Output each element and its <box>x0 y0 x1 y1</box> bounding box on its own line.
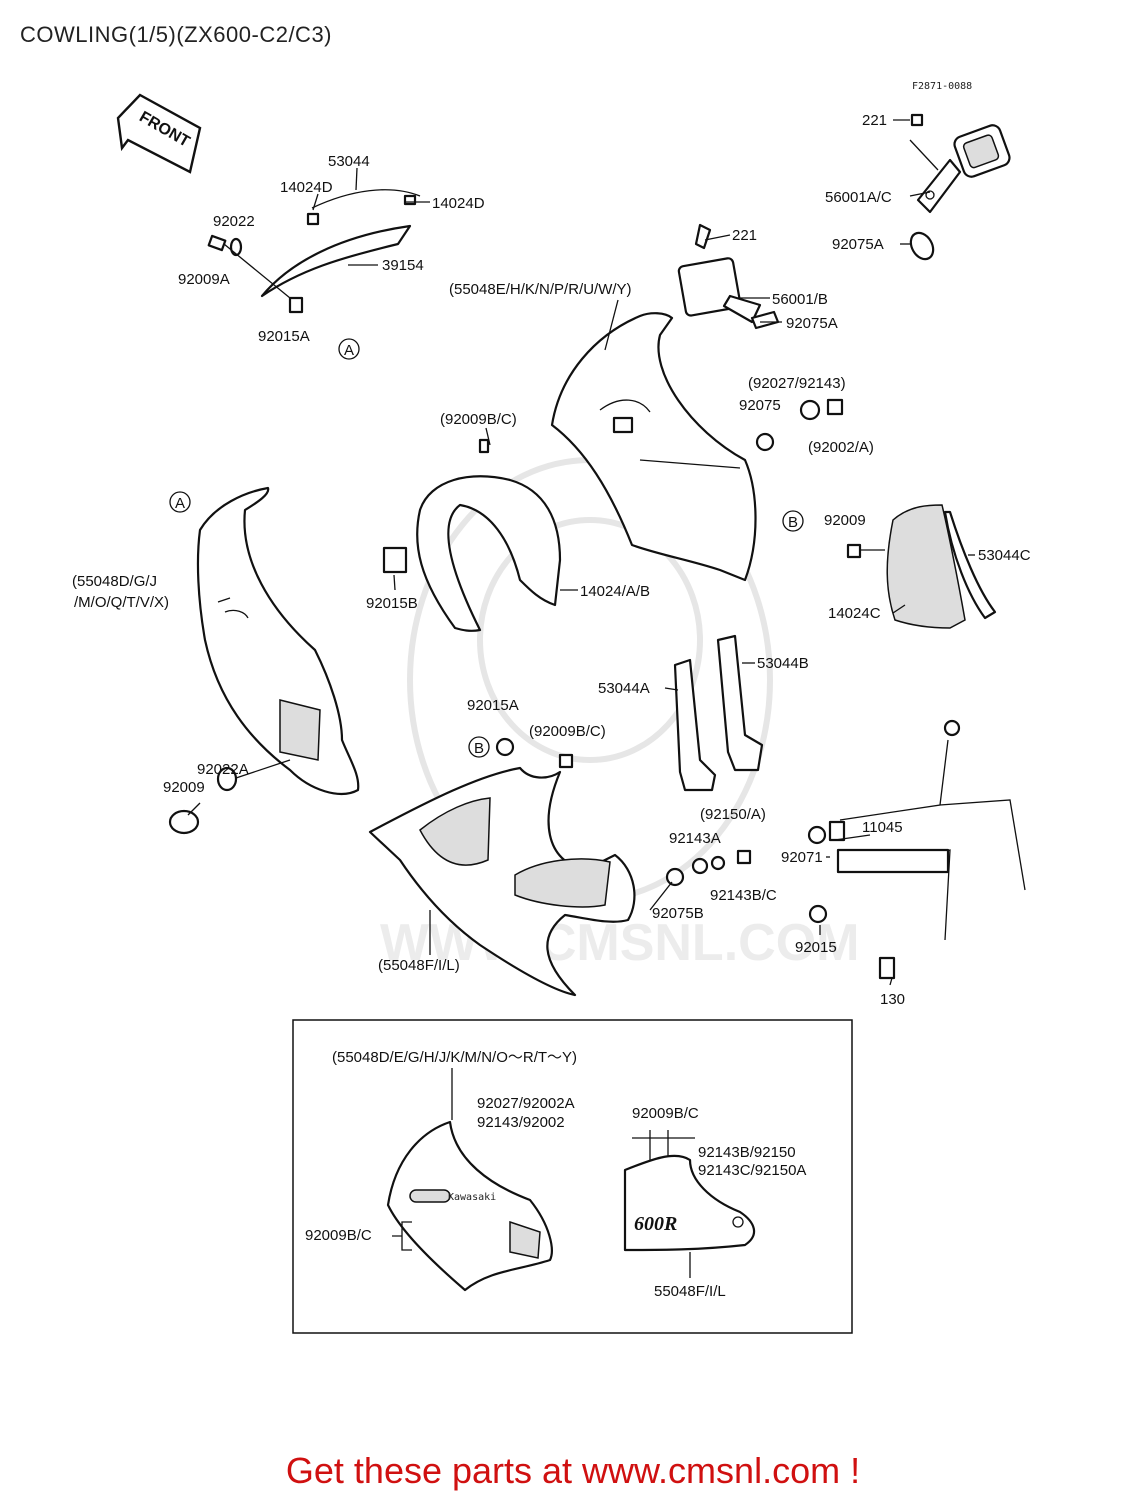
inset-label-2: 92143/92002 <box>477 1114 565 1131</box>
mirror-assembly-right <box>909 113 1011 261</box>
upper-cowling-left <box>168 486 360 835</box>
label-92150a: (92150/A) <box>700 806 766 823</box>
label-55048d-line1: (55048D/G/J <box>72 573 157 590</box>
label-92075a-mid: 92075A <box>786 315 838 332</box>
front-arrow-icon: FRONT <box>116 93 202 174</box>
label-56001ac: 56001A/C <box>825 189 892 206</box>
label-53044: 53044 <box>328 153 370 170</box>
label-92002a: (92002/A) <box>808 439 874 456</box>
inset-label-6: 92009B/C <box>632 1105 699 1122</box>
label-53044b: 53044B <box>757 655 809 672</box>
ref-circle-a-left: A <box>175 495 185 512</box>
inset-label-5: 92143C/92150A <box>698 1162 806 1179</box>
label-56001b: 56001/B <box>772 291 828 308</box>
inner-cowling-panel <box>382 438 562 632</box>
label-92075a-top: 92075A <box>832 236 884 253</box>
page-title: COWLING(1/5)(ZX600-C2/C3) <box>20 22 333 47</box>
upper-cowling-right <box>550 312 844 582</box>
label-14024c: 14024C <box>828 605 881 622</box>
label-14024d-right: 14024D <box>432 195 485 212</box>
label-53044a: 53044A <box>598 680 650 697</box>
label-221-center: 221 <box>732 227 757 244</box>
label-92015a-mid: 92015A <box>467 697 519 714</box>
label-92009bc-mid: (92009B/C) <box>529 723 606 740</box>
inset-label-1: 92027/92002A <box>477 1095 575 1112</box>
label-92009-right: 92009 <box>824 512 866 529</box>
parts-diagram: WWW.CMSNL.COM FRONT F2871-0088 <box>72 81 1031 1334</box>
ref-circle-a-top: A <box>344 342 354 359</box>
label-221-top: 221 <box>862 112 887 129</box>
label-92022: 92022 <box>213 213 255 230</box>
label-14024d-left: 14024D <box>280 179 333 196</box>
label-53044c: 53044C <box>978 547 1031 564</box>
inset-label-4: 92143B/92150 <box>698 1144 796 1161</box>
footer-link-text[interactable]: Get these parts at www.cmsnl.com ! <box>285 1450 861 1491</box>
label-92009bc-top: (92009B/C) <box>440 411 517 428</box>
label-130: 130 <box>880 991 905 1008</box>
label-14024ab: 14024/A/B <box>580 583 650 600</box>
inset-label-7: 55048F/I/L <box>654 1283 726 1300</box>
lower-cowling <box>368 737 636 997</box>
label-92027: (92027/92143) <box>748 375 846 392</box>
label-55048fil: (55048F/I/L) <box>378 957 460 974</box>
label-92009a: 92009A <box>178 271 230 288</box>
mirror-assembly-center <box>677 223 780 330</box>
windscreen <box>207 189 421 314</box>
inset-brand: Kawasaki <box>448 1192 496 1203</box>
label-92143a: 92143A <box>669 830 721 847</box>
label-92022a: 92022A <box>197 761 249 778</box>
label-92015: 92015 <box>795 939 837 956</box>
bracket-53044 <box>673 634 764 792</box>
label-92015a-top: 92015A <box>258 328 310 345</box>
label-55048e: (55048E/H/K/N/P/R/U/W/Y) <box>449 281 632 298</box>
label-92071: 92071 <box>781 849 823 866</box>
diagram-code: F2871-0088 <box>912 81 972 92</box>
inset-badge: 600R <box>634 1213 677 1235</box>
label-92075: 92075 <box>739 397 781 414</box>
ref-circle-b-right: B <box>788 514 798 531</box>
label-55048d-line2: /M/O/Q/T/V/X) <box>74 594 169 611</box>
inset-panel: (55048D/E/G/H/J/K/M/N/O～R/T～Y) 92027/920… <box>292 1019 853 1334</box>
inset-label-3: 92009B/C <box>305 1227 372 1244</box>
label-92015b: 92015B <box>366 595 418 612</box>
ref-circle-b-mid: B <box>474 740 484 757</box>
label-92009-left: 92009 <box>163 779 205 796</box>
side-duct-right <box>846 504 997 629</box>
label-39154: 39154 <box>382 257 424 274</box>
label-92075b: 92075B <box>652 905 704 922</box>
label-92143bc: 92143B/C <box>710 887 777 904</box>
label-11045: 11045 <box>862 819 903 836</box>
inset-header: (55048D/E/G/H/J/K/M/N/O～R/T～Y) <box>332 1049 577 1066</box>
